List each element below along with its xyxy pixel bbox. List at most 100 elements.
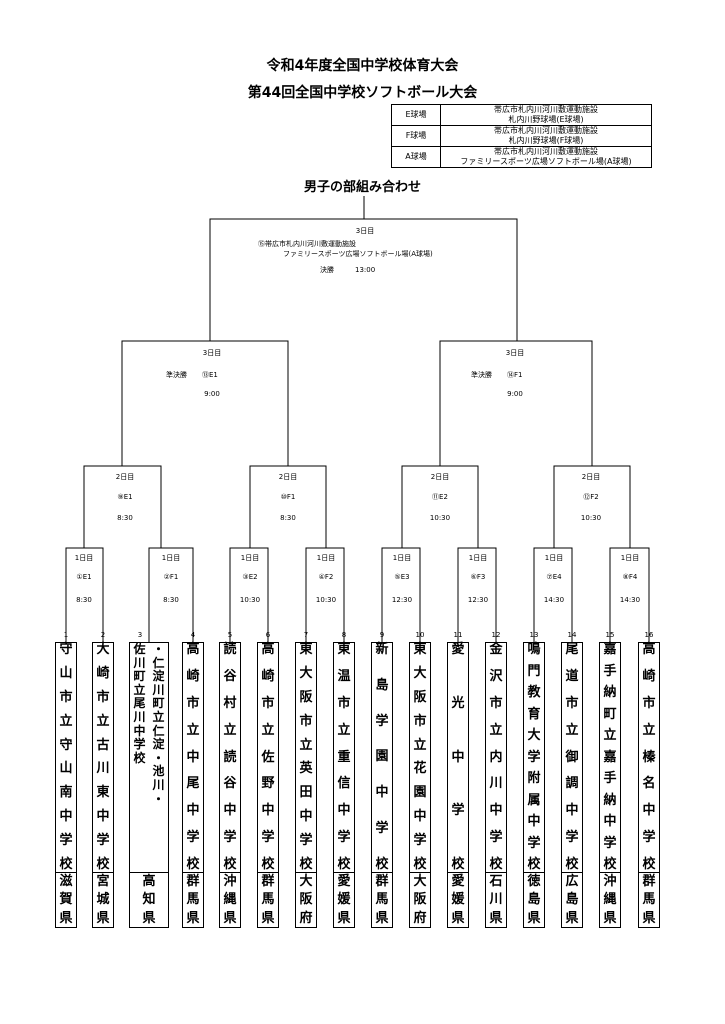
char: 馬: [375, 892, 389, 908]
char: 学: [337, 830, 351, 846]
char: 川: [489, 776, 503, 792]
venue-name-line1: 帯広市札内川河川敷運動施設: [494, 147, 598, 156]
round1-day: 1日目: [544, 554, 564, 562]
team-school: 東大阪市立英田中学校: [296, 643, 316, 872]
char: 英: [299, 761, 313, 777]
char: 市: [299, 713, 313, 729]
char: 淀: [152, 737, 165, 752]
round1-day: 1日目: [161, 554, 181, 562]
quarterfinal-time: 8:30: [117, 514, 133, 522]
char: 花: [413, 761, 427, 777]
team-prefecture: 広島県: [562, 872, 582, 928]
team-prefecture: 石川県: [486, 872, 506, 928]
char: 立: [642, 722, 656, 738]
char: 崎: [261, 668, 275, 684]
round1-bracket: [609, 547, 650, 642]
char: 市: [261, 695, 275, 711]
team-seed: 3: [137, 631, 143, 639]
char: 納: [603, 792, 617, 808]
char: 立: [133, 682, 146, 697]
char: 学: [489, 830, 503, 846]
team-prefecture: 愛媛県: [334, 872, 354, 928]
char: 市: [96, 689, 110, 705]
char: 高: [261, 642, 275, 657]
char: 校: [375, 856, 389, 872]
quarterfinal-day: 2日目: [278, 473, 298, 481]
team-school: 佐川町立尾川中学校・仁淀川町立仁淀・池川・: [130, 642, 168, 872]
char: 立: [261, 722, 275, 738]
char: 重: [337, 749, 351, 765]
team-school: 東大阪市立花園中学校: [410, 643, 430, 872]
char: 校: [527, 857, 541, 872]
char: 大: [96, 642, 110, 657]
char: 縄: [603, 892, 617, 908]
char: 高: [642, 642, 656, 657]
char: 県: [565, 910, 579, 926]
char: 山: [59, 665, 73, 681]
venue-row: E球場 帯広市札内川河川敷運動施設札内川野球場(E球場): [391, 104, 652, 126]
char: 南: [59, 785, 73, 801]
char: 崎: [186, 668, 200, 684]
char: 県: [223, 910, 237, 926]
char: 校: [642, 857, 656, 872]
char: 手: [603, 771, 617, 786]
char: 府: [299, 910, 313, 926]
round1-bracket: [381, 547, 421, 642]
char: 群: [186, 874, 200, 890]
char: 立: [337, 722, 351, 738]
char: 高: [142, 874, 156, 890]
char: 学: [527, 835, 541, 851]
team-school: 金沢市立内川中学校: [486, 643, 506, 872]
char: 校: [186, 857, 200, 872]
char: 校: [261, 857, 275, 872]
team-seed: 14: [567, 631, 577, 639]
char: 市: [565, 695, 579, 711]
char: 学: [186, 830, 200, 846]
team-box: 東温市立重信中学校愛媛県: [333, 642, 355, 928]
school-column: ・仁淀川町立仁淀・池川・: [152, 642, 165, 806]
char: 中: [451, 749, 465, 765]
char: 群: [261, 874, 275, 890]
char: 学: [96, 833, 110, 848]
char: 川: [96, 761, 110, 777]
char: 学: [133, 737, 146, 752]
char: 大: [527, 728, 541, 743]
final-day: 3日目: [355, 227, 375, 235]
char: 読: [223, 642, 237, 657]
char: 中: [133, 723, 146, 738]
char: 県: [527, 910, 541, 926]
char: 川: [152, 777, 165, 792]
char: 崎: [96, 665, 110, 681]
quarterfinal-game: ⑪E2: [432, 493, 448, 501]
char: 立: [489, 722, 503, 738]
team-school: 守山市立守山南中学校: [56, 643, 76, 872]
char: 城: [96, 892, 110, 908]
char: 榛: [642, 749, 656, 765]
round1-game: ②F1: [163, 573, 179, 581]
round1-bracket: [65, 547, 104, 642]
char: 賀: [59, 892, 73, 908]
team-box: 東大阪市立花園中学校大阪府: [409, 642, 431, 928]
char: 県: [59, 910, 73, 926]
round1-bracket: [305, 547, 345, 642]
char: 川: [489, 892, 503, 908]
char: 古: [96, 737, 110, 753]
char: 阪: [413, 689, 427, 705]
char: 立: [96, 713, 110, 729]
char: 校: [451, 857, 465, 872]
char: 園: [413, 785, 427, 801]
char: 馬: [186, 892, 200, 908]
char: 縄: [223, 892, 237, 908]
team-box: 大崎市立古川東中学校宮城県: [92, 642, 114, 928]
semifinal-stage: 準決勝: [166, 371, 187, 379]
team-school: 鳴門教育大学附属中学校: [524, 643, 544, 872]
char: 校: [96, 856, 110, 872]
team-prefecture: 群馬県: [639, 872, 659, 928]
char: 尾: [565, 642, 579, 657]
char: 淀: [152, 669, 165, 684]
team-seed: 6: [265, 631, 271, 639]
team-prefecture: 群馬県: [372, 872, 392, 928]
char: 校: [603, 857, 617, 872]
venue-row: A球場 帯広市札内川河川敷運動施設ファミリースポーツ広場ソフトボール場(A球場): [391, 146, 652, 168]
